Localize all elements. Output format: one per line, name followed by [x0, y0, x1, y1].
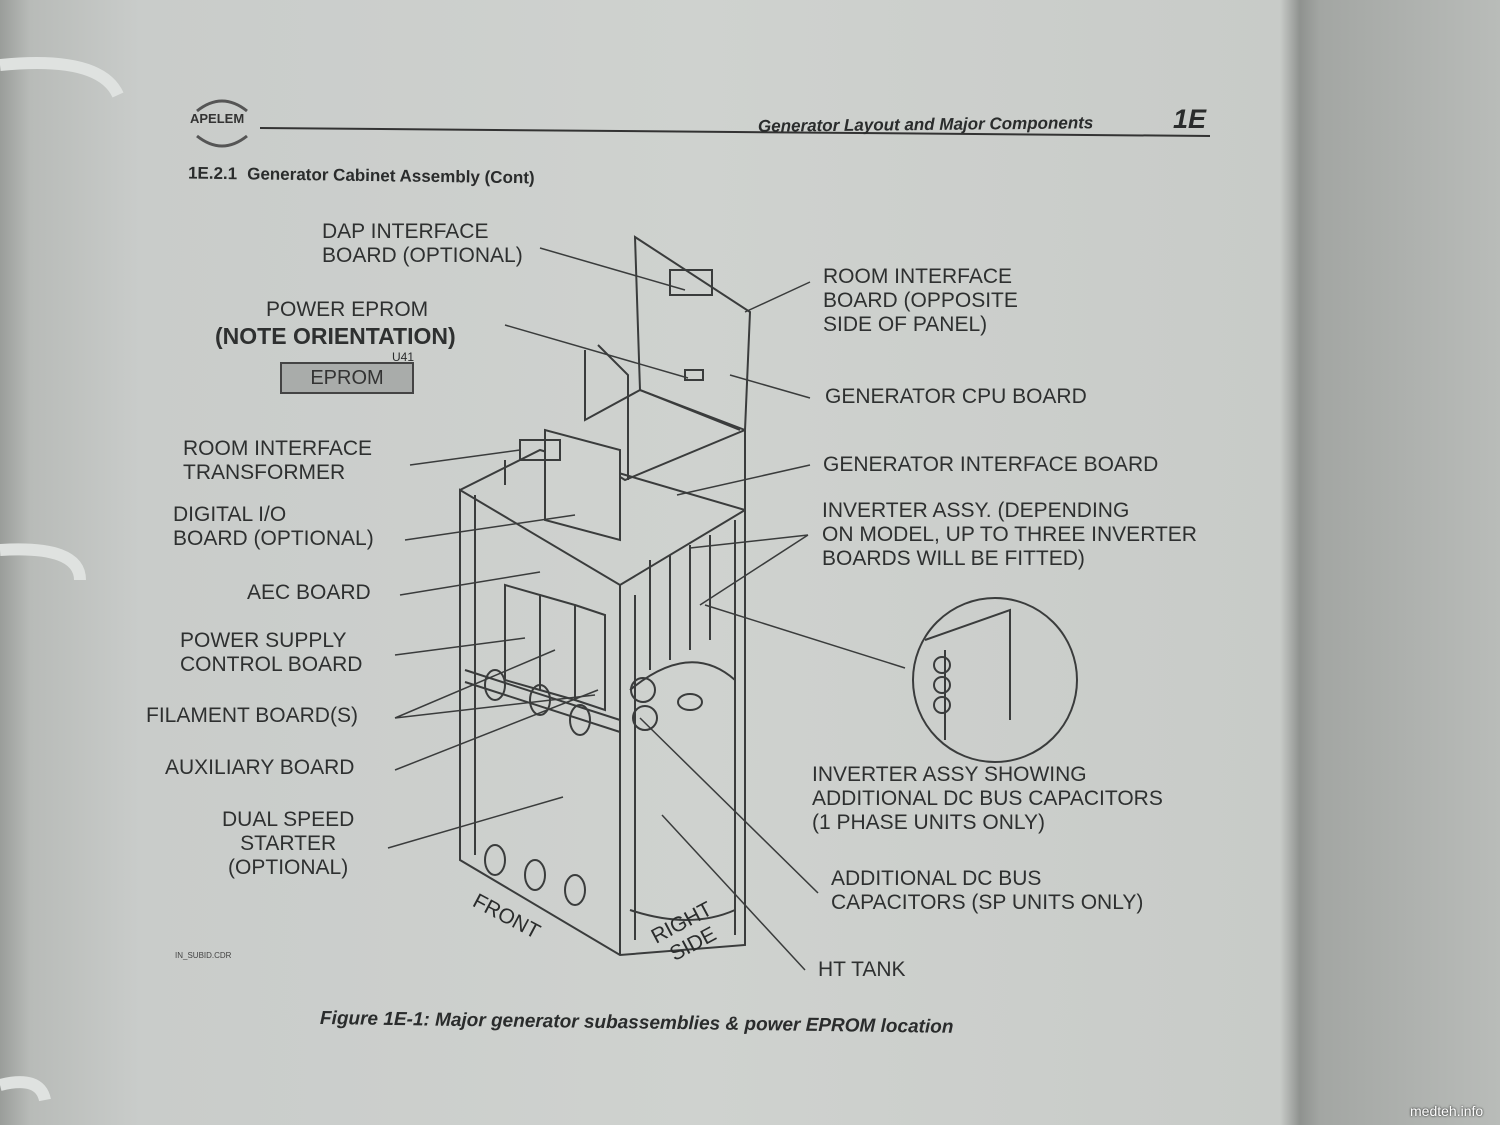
label-auxiliary: AUXILIARY BOARD: [165, 756, 355, 779]
label-digital-io: DIGITAL I/O BOARD (OPTIONAL): [173, 503, 374, 550]
header-title: Generator Layout and Major Components: [757, 113, 1094, 136]
label-dc-bus: ADDITIONAL DC BUS CAPACITORS (SP UNITS O…: [831, 867, 1144, 914]
section-heading: 1E.2.1 Generator Cabinet Assembly (Cont): [188, 164, 545, 189]
section-number: 1E.2.1: [187, 163, 238, 184]
label-room-transformer: ROOM INTERFACE TRANSFORMER: [183, 437, 373, 484]
label-aec-board: AEC BOARD: [247, 581, 371, 604]
label-cpu-board: GENERATOR CPU BOARD: [825, 385, 1087, 408]
label-dual-speed: DUAL SPEED STARTER (OPTIONAL): [222, 808, 355, 879]
label-power-supply: POWER SUPPLY CONTROL BOARD: [180, 629, 363, 676]
figure-caption: Figure 1E-1: Major generator subassembli…: [319, 1008, 954, 1038]
label-front: FRONT: [469, 889, 544, 944]
binder-rings: [0, 57, 124, 1102]
logo-text: APELEM: [190, 111, 245, 126]
label-ht-tank: HT TANK: [818, 958, 906, 981]
section-title: Generator Cabinet Assembly (Cont): [247, 164, 535, 188]
apelem-logo: [196, 99, 248, 148]
label-power-eprom: POWER EPROM: [266, 298, 429, 321]
eprom-chip: EPROM: [280, 362, 414, 394]
cabinet-drawing: [459, 235, 1078, 957]
chapter-number: 1E: [1173, 104, 1207, 134]
label-note-orientation: (NOTE ORIENTATION): [215, 323, 456, 349]
label-right-side: RIGHT SIDE: [647, 897, 721, 966]
label-room-board: ROOM INTERFACE BOARD (OPPOSITE SIDE OF P…: [823, 265, 1018, 336]
leader-lines: [387, 247, 906, 971]
label-inverter: INVERTER ASSY. (DEPENDING ON MODEL, UP T…: [822, 499, 1197, 570]
chip-designator: U41: [392, 350, 415, 364]
label-dap-interface: DAP INTERFACE BOARD (OPTIONAL): [322, 220, 523, 267]
label-gen-interface: GENERATOR INTERFACE BOARD: [823, 453, 1159, 476]
file-reference: IN_SUBID.CDR: [175, 951, 232, 960]
label-filament: FILAMENT BOARD(S): [146, 704, 358, 727]
watermark: medteh.info: [1410, 1103, 1484, 1119]
label-inverter-detail: INVERTER ASSY SHOWING ADDITIONAL DC BUS …: [812, 763, 1163, 834]
